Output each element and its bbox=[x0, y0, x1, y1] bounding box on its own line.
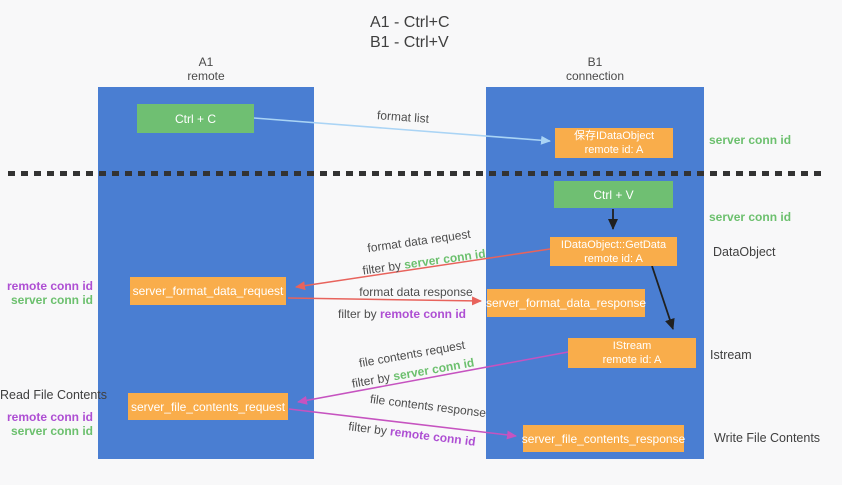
ctrl-c-label: Ctrl + C bbox=[174, 111, 216, 126]
filter-by-text: filter by bbox=[347, 419, 392, 439]
filter-by-remote-conn-id-label-1: filter by remote conn id bbox=[338, 307, 466, 321]
getdata-remote-id: remote id: A bbox=[584, 252, 643, 265]
filter-by-text: filter by bbox=[350, 369, 395, 391]
server-format-data-request-label: server_format_data_request bbox=[132, 284, 284, 298]
save-dataobject-title: 保存IDataObject bbox=[573, 130, 655, 142]
lifeline-b1-name: B1 bbox=[587, 55, 603, 69]
dataobject-annotation: DataObject bbox=[713, 245, 776, 259]
file-contents-response-label: file contents response bbox=[369, 391, 487, 421]
server-file-contents-response-box: server_file_contents_response bbox=[521, 425, 686, 452]
save-dataobject-remote-id: remote id: A bbox=[584, 144, 644, 156]
title-line-a1: A1 - Ctrl+C bbox=[370, 14, 450, 31]
write-file-contents-annotation: Write File Contents bbox=[714, 431, 821, 445]
ctrl-v-label: Ctrl + V bbox=[593, 187, 634, 202]
server-conn-id-annotation-1: server conn id bbox=[709, 133, 792, 147]
diagram-title: A1 - Ctrl+C B1 - Ctrl+V bbox=[370, 13, 450, 53]
remote-conn-id-annotation-1: remote conn id bbox=[6, 279, 93, 293]
session-divider-dashed-line bbox=[8, 171, 824, 176]
server-format-data-response-box: server_format_data_response bbox=[485, 289, 647, 317]
lifeline-a1-role: remote bbox=[187, 69, 225, 83]
format-list-label: format list bbox=[376, 108, 430, 126]
server-format-data-response-label: server_format_data_response bbox=[485, 296, 647, 310]
server-file-contents-response-label: server_file_contents_response bbox=[521, 431, 686, 446]
save-dataobject-box: 保存IDataObject remote id: A bbox=[555, 128, 673, 158]
istream-remote-id: remote id: A bbox=[602, 354, 662, 366]
filter-by-text: filter by bbox=[361, 257, 406, 278]
read-file-contents-annotation: Read File Contents bbox=[0, 388, 108, 402]
server-file-contents-request-box: server_file_contents_request bbox=[128, 393, 288, 420]
title-line-b1: B1 - Ctrl+V bbox=[370, 34, 449, 51]
server-conn-id-annotation-2: server conn id bbox=[709, 210, 792, 224]
lifeline-header-a1: A1 remote bbox=[98, 55, 314, 83]
ctrl-v-box: Ctrl + V bbox=[554, 181, 673, 208]
server-conn-id-annotation-left-2: server conn id bbox=[10, 424, 93, 438]
getdata-box: IDataObject::GetData remote id: A bbox=[550, 237, 677, 266]
lifeline-a1-name: A1 bbox=[198, 55, 214, 69]
remote-conn-id-term: remote conn id bbox=[380, 307, 467, 321]
filter-by-remote-conn-id-label-2: filter by remote conn id bbox=[348, 419, 477, 448]
istream-title: IStream bbox=[612, 340, 652, 352]
istream-annotation: Istream bbox=[710, 348, 752, 362]
server-file-contents-request-label: server_file_contents_request bbox=[130, 399, 286, 414]
remote-conn-id-term: remote conn id bbox=[389, 424, 477, 449]
lifeline-header-b1: B1 connection bbox=[486, 55, 704, 83]
server-conn-id-term: server conn id bbox=[403, 246, 487, 272]
ctrl-c-box: Ctrl + C bbox=[137, 104, 254, 133]
lifeline-b1-role: connection bbox=[565, 69, 625, 83]
remote-conn-id-annotation-2: remote conn id bbox=[6, 410, 93, 424]
istream-box: IStream remote id: A bbox=[568, 338, 696, 368]
format-data-response-label: format data response bbox=[359, 285, 473, 299]
filter-by-text: filter by bbox=[337, 307, 380, 321]
server-format-data-request-box: server_format_data_request bbox=[130, 277, 286, 305]
getdata-title: IDataObject::GetData bbox=[560, 238, 667, 251]
server-conn-id-annotation-left-1: server conn id bbox=[10, 293, 93, 307]
